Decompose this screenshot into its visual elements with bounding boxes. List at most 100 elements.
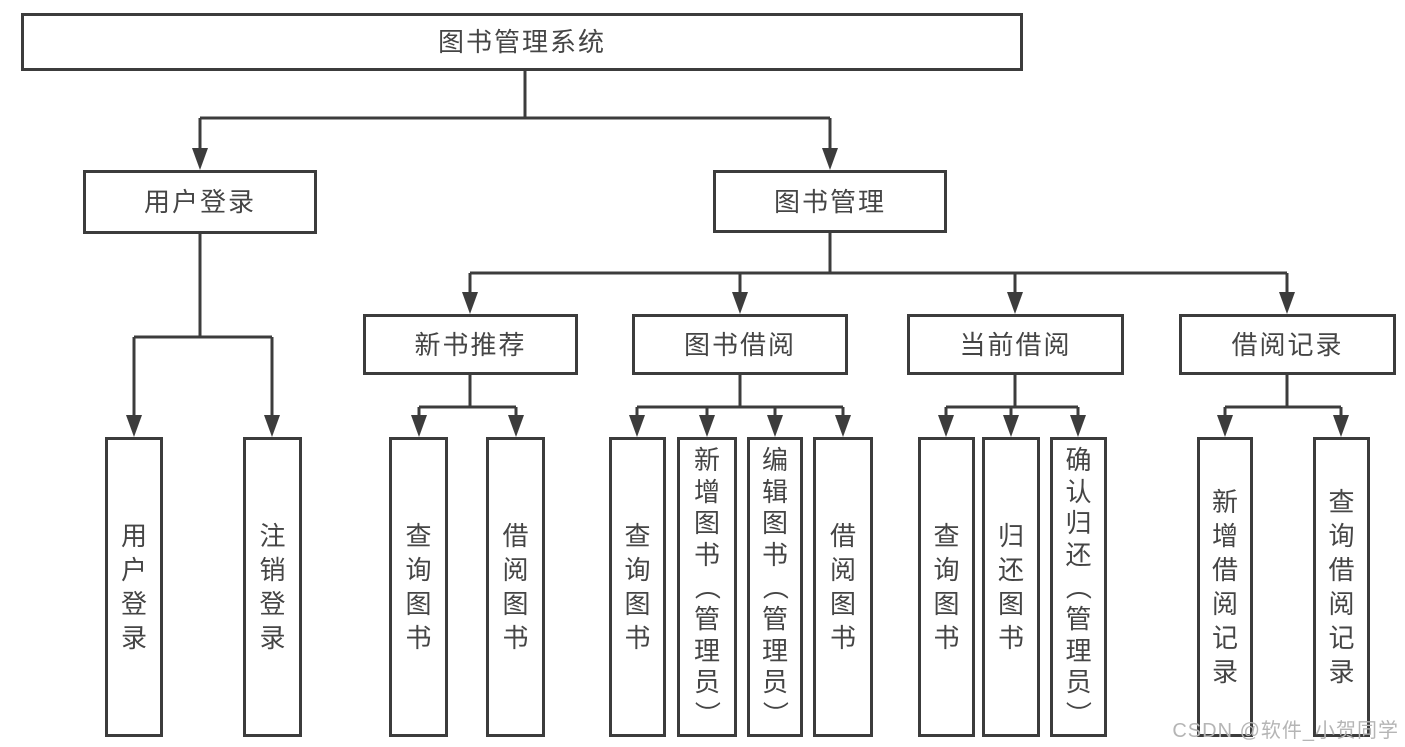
vertical-char: 询 [1328,521,1355,551]
vertical-char: ） [1063,701,1094,728]
vertical-char: 图 [829,589,856,619]
leaf-borrow-books-recommend: 借阅图书 [486,437,545,737]
vertical-char: 登 [120,589,147,619]
node-label: 图书管理 [773,186,886,217]
vertical-char: （ [692,573,722,600]
node-user-login: 用户登录 [83,170,317,234]
arrowhead [462,292,478,314]
vertical-char: 录 [120,623,147,653]
node-book-management: 图书管理 [713,170,947,233]
arrowhead [508,415,524,437]
vertical-char: 员 [1065,667,1092,698]
watermark: CSDN @软件_小贺同学 [1172,720,1399,742]
vertical-char: 书 [624,623,651,653]
vertical-char: 图 [997,589,1024,619]
vertical-char: 确 [1065,444,1092,475]
vertical-char: 查 [933,521,960,551]
vertical-char: 新 [1211,487,1238,517]
vertical-char: 注 [259,521,286,551]
leaf-query-books-current: 查询图书 [918,437,975,737]
vertical-char: 书 [997,623,1024,653]
vertical-char: 书 [933,623,960,653]
arrowhead [699,415,715,437]
vertical-char: ） [760,701,790,728]
vertical-char: 查 [1328,487,1355,517]
node-book-borrow: 图书借阅 [632,314,848,375]
vertical-char: 查 [405,521,432,551]
vertical-char: 登 [259,589,286,619]
vertical-char: 理 [1065,635,1092,666]
vertical-char: 归 [1065,508,1092,539]
vertical-char: 图 [761,508,788,539]
vertical-char: 员 [761,667,788,698]
node-label: 当前借阅 [959,329,1072,360]
vertical-char: 管 [693,603,720,634]
vertical-char: 书 [693,540,720,571]
arrowhead [767,415,783,437]
vertical-char: 员 [693,667,720,698]
node-label: 图书管理系统 [437,27,606,57]
vertical-char: ） [692,701,722,728]
vertical-char: 阅 [1328,589,1355,619]
vertical-char: 辑 [761,476,788,507]
vertical-char: 书 [405,623,432,653]
vertical-char: （ [1063,573,1094,600]
vertical-char: 图 [933,589,960,619]
arrowhead [1003,415,1019,437]
vertical-char: 记 [1328,623,1355,653]
vertical-char: 编 [761,444,788,475]
vertical-char: 图 [693,508,720,539]
node-new-book-recommend: 新书推荐 [363,314,578,375]
node-current-borrow: 当前借阅 [907,314,1124,375]
arrowhead [264,415,280,437]
vertical-char: 认 [1065,476,1092,507]
node-borrow-records: 借阅记录 [1179,314,1396,375]
arrowhead [938,415,954,437]
arrowhead [1070,415,1086,437]
leaf-confirm-return-admin: 确认归还（管理员） [1050,437,1107,737]
node-label: 用户登录 [143,187,256,217]
leaf-return-book: 归还图书 [982,437,1040,737]
vertical-char: 户 [120,555,147,585]
vertical-char: 查 [624,521,651,551]
node-label: 图书借阅 [683,329,796,360]
vertical-char: 录 [1211,657,1238,687]
vertical-char: 书 [829,623,856,653]
vertical-char: 增 [693,476,720,507]
connector-user-login-to-leaves [132,234,274,419]
vertical-char: 阅 [1211,589,1238,619]
arrowhead [1007,292,1023,314]
vertical-char: 图 [624,589,651,619]
vertical-char: 阅 [829,555,856,585]
vertical-char: 还 [997,555,1024,585]
vertical-char: 新 [693,444,720,475]
arrowhead [1279,292,1295,314]
vertical-char: 管 [761,603,788,634]
vertical-char: 录 [1328,657,1355,687]
arrowhead [1217,415,1233,437]
vertical-char: 借 [502,521,529,551]
arrowhead [411,415,427,437]
node-label: 新书推荐 [414,329,527,360]
vertical-char: 录 [259,623,286,653]
connector-borrow-records-to-leaves [1223,375,1343,419]
arrowhead [822,148,838,170]
arrowhead [126,415,142,437]
arrowhead [1333,415,1349,437]
arrowhead [192,148,208,170]
leaf-borrow-books: 借阅图书 [813,437,873,737]
arrowhead [732,292,748,314]
connector-book-management-to-level3 [468,232,1289,296]
vertical-char: 询 [405,555,432,585]
vertical-char: 图 [405,589,432,619]
vertical-char: 管 [1065,603,1092,634]
vertical-char: 图 [502,589,529,619]
leaf-edit-book-admin: 编辑图书（管理员） [747,437,803,737]
vertical-char: 书 [761,540,788,571]
vertical-char: 询 [624,555,651,585]
vertical-char: 增 [1211,521,1238,551]
vertical-char: 用 [120,521,147,551]
vertical-char: 阅 [502,555,529,585]
leaf-user-login: 用户登录 [105,437,163,737]
